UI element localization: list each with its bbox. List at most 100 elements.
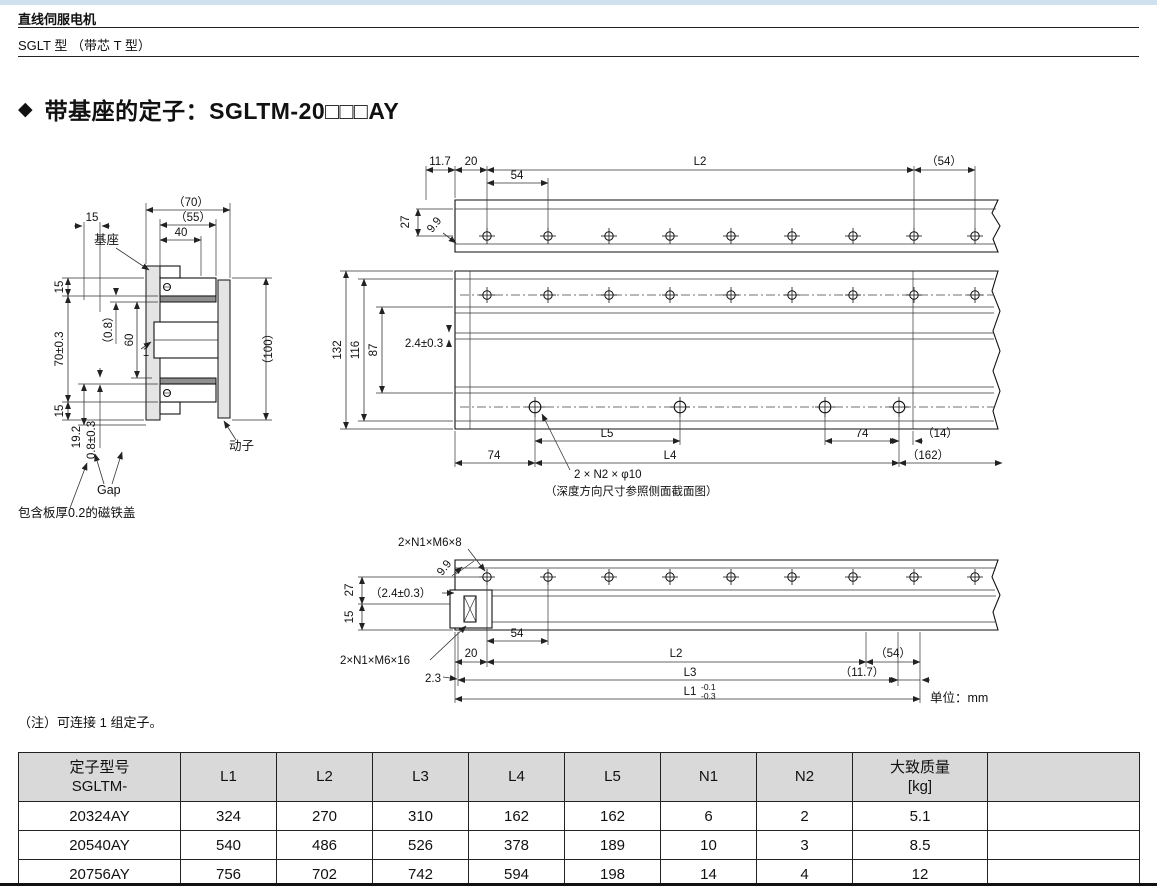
- cell-n1: 6: [660, 801, 757, 831]
- dim-l1-tol-lower: -0.3: [701, 691, 716, 701]
- dim-20-label: 20: [465, 156, 478, 168]
- diamond-bullet-icon: ◆: [18, 98, 33, 120]
- dim-55-label: （55）: [175, 211, 211, 224]
- cell-mass: 8.5: [852, 830, 988, 860]
- divider: [18, 27, 1139, 28]
- col-header-l1: L1: [180, 752, 277, 802]
- cell-filler: [987, 801, 1140, 831]
- dim-l2-bottom-label: L2: [670, 648, 683, 660]
- dim-9-9-label: 9.9: [425, 215, 444, 235]
- dim-l4-label: L4: [664, 450, 677, 462]
- section-title: 带基座的定子：SGLTM-20□□□AY: [44, 98, 400, 124]
- dim-l3-label: L3: [684, 667, 697, 679]
- divider: [18, 56, 1139, 57]
- col-header-model: 定子型号 SGLTM-: [18, 752, 181, 802]
- dim-54p-label: （54）: [926, 155, 962, 168]
- dim-1-label: 1: [143, 347, 149, 359]
- cell-l3: 526: [372, 830, 469, 860]
- spec-table-wrap: 定子型号 SGLTM- L1 L2 L3 L4 L5 N1 N2 大致质量 [k…: [18, 752, 1140, 886]
- cell-mass: 5.1: [852, 801, 988, 831]
- dim-54p-bottom-label: （54）: [875, 647, 911, 660]
- n2-holes-note: （深度方向尺寸参照侧面截面图）: [545, 484, 718, 498]
- dim-0-8-tol-label: 0.8±0.3: [86, 421, 98, 459]
- dim-27-label: 27: [400, 216, 412, 229]
- dim-54-label: 54: [511, 170, 524, 182]
- cell-l4: 594: [468, 859, 565, 886]
- dim-2-4-label: 2.4±0.3: [405, 338, 443, 350]
- col-header-l3: L3: [372, 752, 469, 802]
- base-label: 基座: [94, 232, 119, 247]
- dim-l1-tol-upper: -0.1: [701, 682, 716, 692]
- table-row: 20540AY 540 486 526 378 189 10 3 8.5: [18, 830, 1140, 860]
- doc-subtitle: SGLT 型 （带芯 T 型）: [18, 38, 151, 53]
- dim-116-label: 116: [350, 341, 362, 359]
- col-header-l4: L4: [468, 752, 565, 802]
- dim-15-bottom-label: 15: [54, 405, 66, 418]
- section-title-bar: ◆ 带基座的定子：SGLTM-20□□□AY: [18, 92, 399, 126]
- cell-model: 20756AY: [18, 859, 181, 886]
- dim-70-tol-label: 70±0.3: [54, 331, 66, 366]
- dim-19-2-label: 19.2: [71, 426, 83, 448]
- dim-60-label: 60: [124, 334, 136, 347]
- doc-category: 直线伺服电机: [18, 12, 97, 27]
- dim-74-left-label: 74: [488, 450, 501, 462]
- cell-n2: 4: [756, 859, 853, 886]
- page-bottom-edge: [0, 883, 1157, 886]
- technical-drawing: （70） （55） 40 15 15 70±0.3 15: [18, 155, 1003, 705]
- mover-label: 动子: [229, 439, 254, 453]
- dim-l2-label: L2: [694, 156, 707, 168]
- dim-0-8-cover-label: （0.8）: [102, 311, 115, 350]
- dim-20-bottom-label: 20: [465, 648, 478, 660]
- dim-40-label: 40: [175, 227, 188, 239]
- dim-87-label: 87: [368, 344, 380, 357]
- dim-100-label: （100）: [262, 328, 275, 370]
- cell-l3: 310: [372, 801, 469, 831]
- cell-l3: 742: [372, 859, 469, 886]
- cell-l5: 162: [564, 801, 661, 831]
- cell-mass: 12: [852, 859, 988, 886]
- col-header-l5: L5: [564, 752, 661, 802]
- cell-model: 20324AY: [18, 801, 181, 831]
- dim-54-bottom-label: 54: [511, 628, 524, 640]
- dim-l1-label: L1: [684, 686, 697, 698]
- note-text: （注）可连接 1 组定子。: [18, 715, 163, 730]
- cell-l1: 756: [180, 859, 277, 886]
- cell-l2: 270: [276, 801, 373, 831]
- cell-n1: 10: [660, 830, 757, 860]
- spec-table-header-row: 定子型号 SGLTM- L1 L2 L3 L4 L5 N1 N2 大致质量 [k…: [18, 752, 1140, 802]
- cell-n1: 14: [660, 859, 757, 886]
- cell-l2: 486: [276, 830, 373, 860]
- dim-162p-label: （162）: [907, 449, 949, 462]
- dim-2-3-label: 2.3: [425, 673, 441, 685]
- cell-model: 20540AY: [18, 830, 181, 860]
- m6x16-screw-label: 2×N1×M6×16: [340, 655, 410, 667]
- dim-70-label: （70）: [173, 196, 209, 209]
- cell-filler: [987, 830, 1140, 860]
- front-view: 132 116 87 2.4±0.3 L5 74 （14） 74 L4: [332, 270, 1003, 498]
- col-header-mass: 大致质量 [kg]: [852, 752, 988, 802]
- cell-l1: 324: [180, 801, 277, 831]
- gap-label: Gap: [97, 483, 121, 497]
- top-view: 11.7 20 L2 （54） 54 27 9.9: [400, 155, 1001, 253]
- m6x8-screw-label: 2×N1×M6×8: [398, 537, 462, 549]
- dim-74-right-label: 74: [856, 428, 869, 440]
- dim-15-flange-label: 15: [54, 281, 66, 294]
- dim-15-bottom-label: 15: [344, 611, 356, 624]
- cell-n2: 3: [756, 830, 853, 860]
- dim-9-9-bottom-label: 9.9: [435, 558, 454, 578]
- cell-l2: 702: [276, 859, 373, 886]
- dim-15-top-label: 15: [86, 212, 99, 224]
- bottom-side-view: 2×N1×M6×8 9.9 （2.4±0.3） 27 15 2×N1×M6×16…: [340, 537, 1001, 705]
- col-header-n1: N1: [660, 752, 757, 802]
- dim-l5-label: L5: [601, 428, 614, 440]
- dim-11-7p-label: （11.7）: [840, 666, 885, 679]
- page-top-strip: [0, 0, 1157, 5]
- cell-filler: [987, 859, 1140, 886]
- cell-n2: 2: [756, 801, 853, 831]
- col-header-l2: L2: [276, 752, 373, 802]
- cell-l5: 189: [564, 830, 661, 860]
- col-header-n2: N2: [756, 752, 853, 802]
- magnet-cover-note: 包含板厚0.2的磁铁盖: [18, 505, 135, 520]
- cell-l4: 162: [468, 801, 565, 831]
